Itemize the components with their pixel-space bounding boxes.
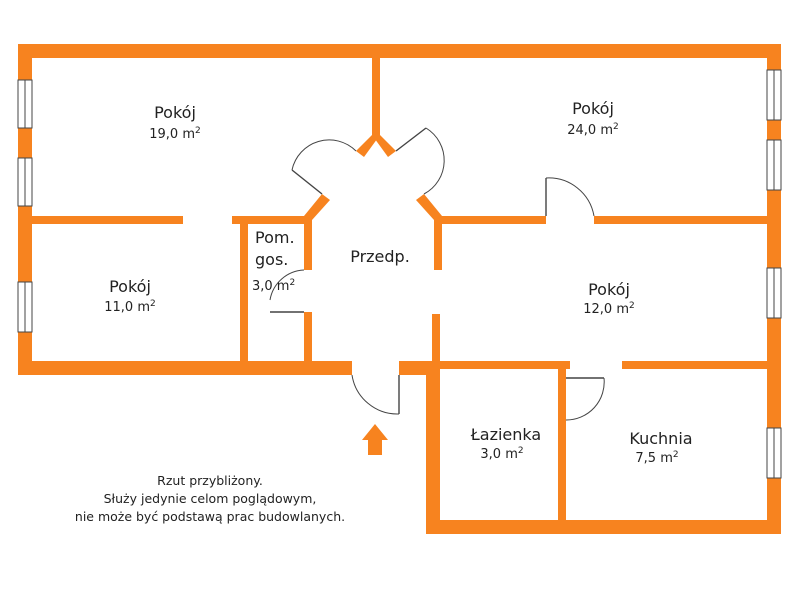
room-labels: Pokój 19,0 m2 Pokój 24,0 m2 Pokój 11,0 m… xyxy=(104,99,692,466)
room-area-lazienka: 3,0 m2 xyxy=(480,446,523,462)
disclaimer-note: Rzut przybliżony. Służy jedynie celom po… xyxy=(75,473,345,524)
room-name-kuchnia: Kuchnia xyxy=(629,429,692,448)
wall-pomgos-right-lower xyxy=(304,312,312,368)
doors xyxy=(269,127,605,421)
wall-pokoj12-bottom-left xyxy=(426,361,570,369)
wall-pomgos-right-upper xyxy=(304,216,312,270)
room-name-pom-gos-2: gos. xyxy=(255,250,288,269)
wall-diagonal-left-low xyxy=(304,194,330,220)
note-line-3: nie może być podstawą prac budowlanych. xyxy=(75,509,345,524)
walls xyxy=(18,44,781,534)
room-name-przedp: Przedp. xyxy=(350,247,410,266)
wall-przedp-pokoj12-lower xyxy=(432,314,440,368)
wall-diagonal-right-low xyxy=(416,194,442,220)
door-swing-icon xyxy=(395,127,445,195)
window-icon xyxy=(17,79,33,129)
door-swing-icon xyxy=(565,377,605,421)
wall-diagonal-right-top xyxy=(372,135,396,157)
door-swing-icon xyxy=(545,177,595,217)
room-area-pokoj-11: 11,0 m2 xyxy=(104,299,155,315)
window-icon xyxy=(17,157,33,207)
room-name-lazienka: Łazienka xyxy=(470,425,541,444)
wall-pokoj11-pomgos xyxy=(240,216,248,368)
wall-przedp-pokoj12-upper xyxy=(434,216,442,270)
entry-arrow-icon xyxy=(362,424,388,455)
windows xyxy=(17,69,782,479)
window-icon xyxy=(766,427,782,479)
wall-pokoj24-pokoj12 xyxy=(594,216,781,224)
room-area-pokoj-12: 12,0 m2 xyxy=(583,301,634,317)
wall-pokoj19-pokoj24 xyxy=(372,44,380,139)
wall-pomgos-top xyxy=(232,216,312,224)
wall-lazienka-kuchnia xyxy=(558,361,566,534)
wall-przedp-pokoj24-left xyxy=(434,216,546,224)
room-name-pokoj-19: Pokój xyxy=(154,103,196,122)
wall-bottom-left xyxy=(18,361,352,375)
note-line-1: Rzut przybliżony. xyxy=(157,473,263,488)
room-area-kuchnia: 7,5 m2 xyxy=(635,450,678,466)
door-swing-icon xyxy=(269,269,305,313)
wall-pokoj19-pokoj11 xyxy=(18,216,183,224)
room-name-pokoj-24: Pokój xyxy=(572,99,614,118)
wall-pokoj12-bottom-right xyxy=(622,361,781,369)
wall-top xyxy=(18,44,781,58)
room-name-pokoj-12: Pokój xyxy=(588,280,630,299)
door-swing-icon xyxy=(351,374,400,415)
window-icon xyxy=(766,267,782,319)
room-area-pokoj-24: 24,0 m2 xyxy=(567,122,618,138)
door-swing-icon xyxy=(291,139,357,195)
room-name-pokoj-11: Pokój xyxy=(109,277,151,296)
wall-bottom-right xyxy=(426,520,781,534)
wall-diagonal-left-top xyxy=(356,135,380,157)
room-name-pom-gos-1: Pom. xyxy=(255,228,295,247)
window-icon xyxy=(766,69,782,121)
window-icon xyxy=(766,139,782,191)
note-line-2: Służy jedynie celom poglądowym, xyxy=(104,491,317,506)
room-area-pokoj-19: 19,0 m2 xyxy=(149,126,200,142)
window-icon xyxy=(17,281,33,333)
room-area-pom-gos: 3,0 m2 xyxy=(252,278,295,294)
wall-bathroom-left xyxy=(426,361,440,534)
